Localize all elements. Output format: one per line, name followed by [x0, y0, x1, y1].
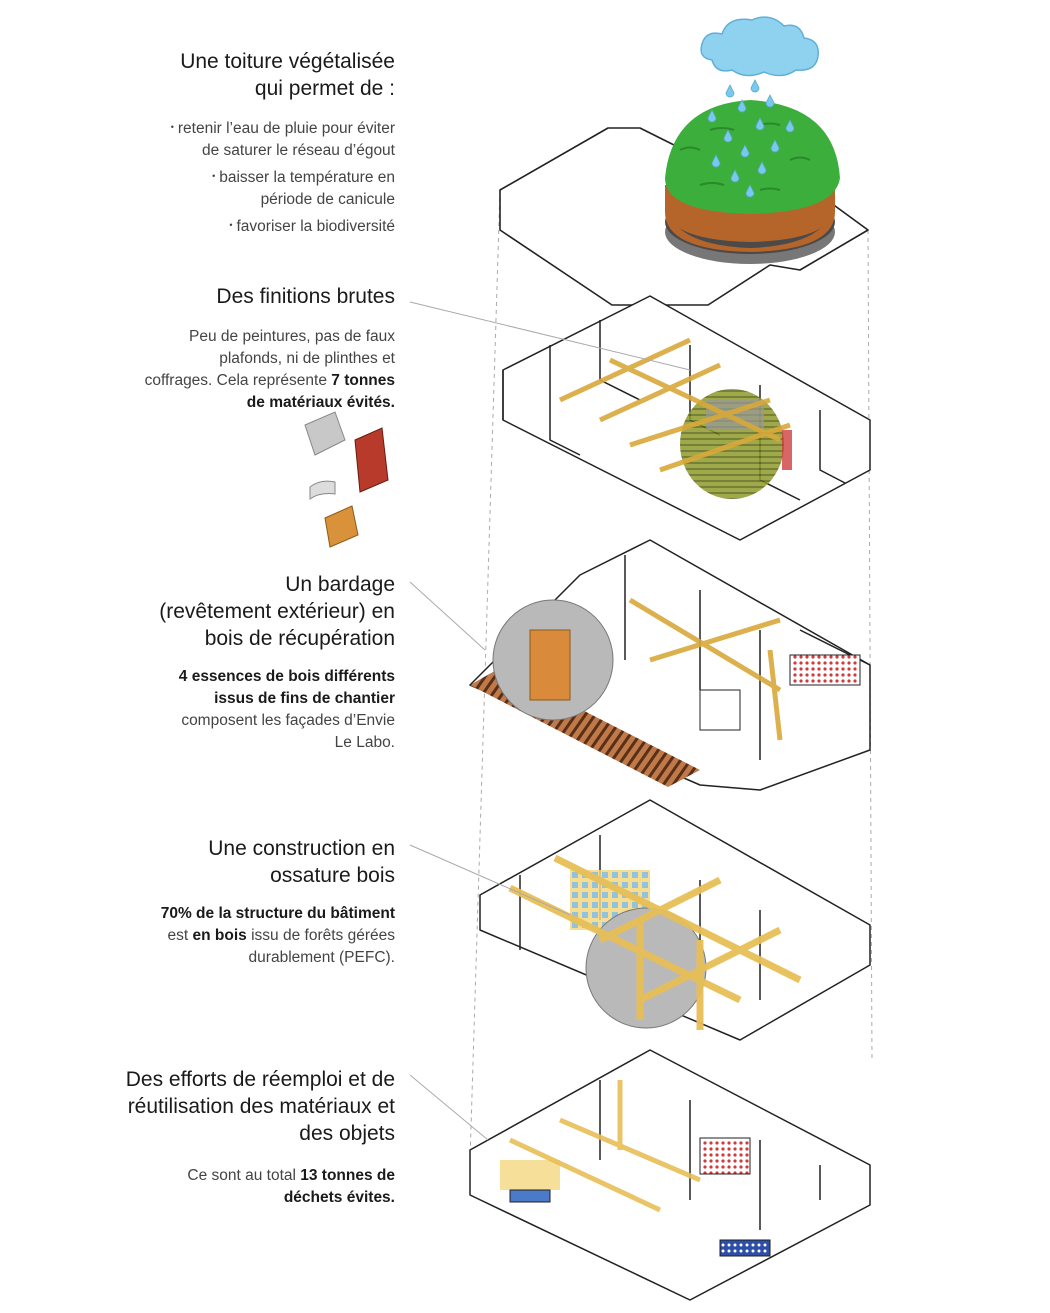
benefits-list: retenir l’eau de pluie pour éviter de sa… [171, 116, 395, 238]
section-wood-cladding: Un bardage (revêtement extérieur) en boi… [159, 571, 395, 754]
dashed-guides [469, 189, 873, 1161]
section-title: Des efforts de réemploi et de réutilisat… [125, 1068, 395, 1145]
section-title: Un bardage (revêtement extérieur) en boi… [159, 573, 395, 650]
list-item: favoriser la biodiversité [171, 214, 395, 238]
green-roof-icon [665, 100, 840, 264]
list-item: retenir l’eau de pluie pour éviter de sa… [171, 116, 395, 162]
section-reuse: Des efforts de réemploi et de réutilisat… [126, 1066, 395, 1209]
list-item: baisser la température en période de can… [171, 165, 395, 211]
wood-beams [628, 597, 783, 741]
section-green-roof: Une toiture végétalisée qui permet de : … [171, 48, 395, 241]
material-samples-icon [304, 411, 389, 548]
raindrop-icon [707, 79, 795, 198]
section-wood-frame: Une construction en ossature bois 70% de… [161, 835, 395, 969]
wood-beams [558, 337, 791, 473]
section-raw-finishes: Des finitions brutes Peu de peintures, p… [145, 283, 395, 414]
cloud-icon [700, 16, 819, 77]
floor-level-5 [469, 1049, 871, 1301]
section-title: Une construction en ossature bois [208, 837, 395, 887]
wood-beams [508, 1080, 701, 1213]
wood-beams [508, 854, 802, 1030]
section-title: Une toiture végétalisée qui permet de : [180, 50, 395, 100]
section-title: Des finitions brutes [216, 285, 395, 308]
